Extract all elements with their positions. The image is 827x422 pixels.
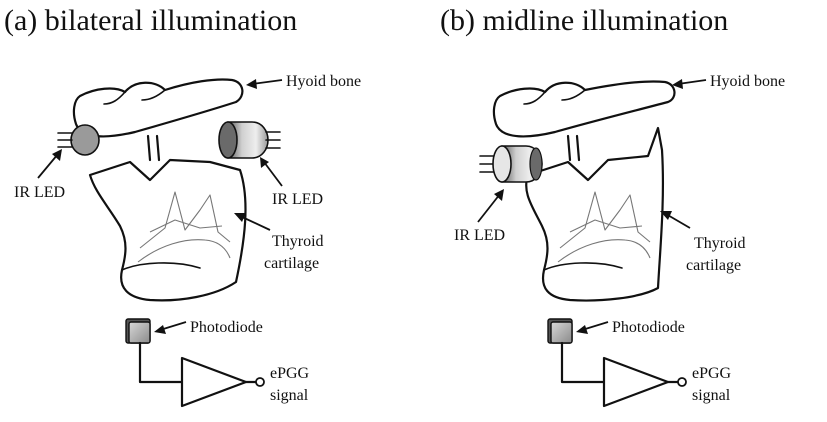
label-photodiode: Photodiode [190, 319, 263, 336]
label-thyroid: Thyroid [272, 233, 324, 250]
output-terminal [677, 377, 687, 387]
hyoid-bone [492, 80, 676, 138]
thyroid-cartilage [525, 126, 665, 302]
panel-title: (a) bilateral illumination [4, 4, 297, 37]
panel-midline: (b) midline illumination [440, 4, 785, 408]
label-ir-led-left: IR LED [14, 184, 65, 201]
ir-led-left [57, 124, 100, 156]
label-hyoid-bone: Hyoid bone [286, 73, 361, 90]
amplifier-symbol [180, 356, 248, 408]
label-cartilage: cartilage [264, 255, 319, 272]
photodiode [547, 318, 573, 344]
label-photodiode: Photodiode [612, 319, 685, 336]
output-terminal [255, 377, 265, 387]
hyoid-bone [72, 78, 244, 138]
thyroid-cartilage [88, 158, 247, 302]
ir-led-midline [479, 145, 543, 183]
amplifier-symbol [602, 356, 670, 408]
label-epgg: ePGG [270, 365, 310, 382]
label-signal: signal [692, 387, 731, 404]
photodiode [125, 318, 151, 344]
panel-title: (b) midline illumination [440, 4, 728, 37]
label-ir-led: IR LED [454, 227, 505, 244]
panel-bilateral: (a) bilateral illumination [4, 4, 361, 408]
label-signal: signal [270, 387, 309, 404]
label-hyoid-bone: Hyoid bone [710, 73, 785, 90]
label-thyroid: Thyroid [694, 235, 746, 252]
label-cartilage: cartilage [686, 257, 741, 274]
label-epgg: ePGG [692, 365, 732, 382]
ir-led-right [218, 121, 281, 159]
label-ir-led-right: IR LED [272, 191, 323, 208]
